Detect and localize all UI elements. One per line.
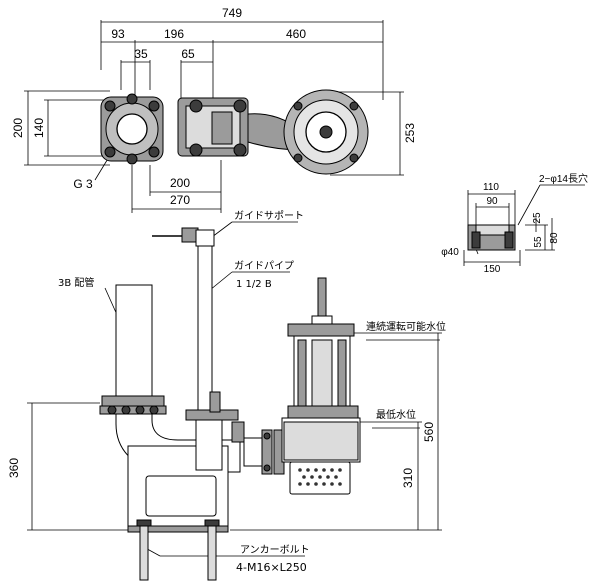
base-hole-note: 2−φ14長穴 <box>539 172 588 185</box>
top-view: 749 93 196 460 35 65 200 140 253 200 270… <box>11 6 417 213</box>
dim-253: 253 <box>403 123 417 143</box>
guide-bracket-side <box>185 391 245 471</box>
dim-93: 93 <box>111 27 125 41</box>
pump-discharge-connection <box>243 429 285 475</box>
guide-pipe-size-label: 1 1/2 B <box>236 279 272 290</box>
top-dimension-lines <box>24 20 404 213</box>
dim-749: 749 <box>222 6 242 20</box>
discharge-pipe <box>115 284 153 397</box>
guide-bracket-plan <box>177 97 249 157</box>
dim-196: 196 <box>164 27 184 41</box>
side-view: 360 560 310 ガイドサポート ガイドパイプ 1 1/2 B 3B 配管… <box>7 210 446 581</box>
side-dimension-lines <box>27 221 442 557</box>
continuous-level-label: 連続運転可能水位 <box>366 320 446 333</box>
guide-pipe-label: ガイドパイプ <box>234 260 294 272</box>
pump-body-plan <box>283 89 369 175</box>
dim-65: 65 <box>181 47 195 61</box>
min-level-label: 最低水位 <box>376 408 416 421</box>
submersible-pump <box>281 277 361 495</box>
base-dim-55: 55 <box>533 236 544 248</box>
dim-35: 35 <box>134 47 148 61</box>
base-dim-90: 90 <box>486 196 498 207</box>
dim-200-bottom: 200 <box>170 176 190 190</box>
dim-270: 270 <box>170 193 190 207</box>
guide-support <box>152 227 215 247</box>
guide-pipe <box>197 245 213 413</box>
g3-label: G 3 <box>73 177 93 191</box>
base-dim-25: 25 <box>532 212 543 224</box>
discharge-pipe-label: 3B 配管 <box>58 276 94 289</box>
discharge-flange <box>99 395 167 415</box>
base-dim-80: 80 <box>549 232 560 244</box>
anchor-spec-label: 4-M16×L250 <box>236 561 307 574</box>
anchor-bolts <box>136 519 220 581</box>
dim-460: 460 <box>286 27 306 41</box>
dim-560: 560 <box>422 422 436 442</box>
base-detail: 2−φ14長穴 110 90 150 25 55 80 φ40 <box>441 172 588 275</box>
dim-140: 140 <box>32 118 46 138</box>
base-dim-phi40: φ40 <box>441 247 459 258</box>
base-dim-150: 150 <box>484 264 501 275</box>
guide-support-label: ガイドサポート <box>234 210 304 222</box>
dim-200-left: 200 <box>11 118 25 138</box>
dim-360: 360 <box>7 458 21 478</box>
anchor-bolt-label: アンカーボルト <box>240 544 310 556</box>
base-dim-110: 110 <box>483 182 499 193</box>
left-flange <box>100 93 164 165</box>
dim-310: 310 <box>401 468 415 488</box>
